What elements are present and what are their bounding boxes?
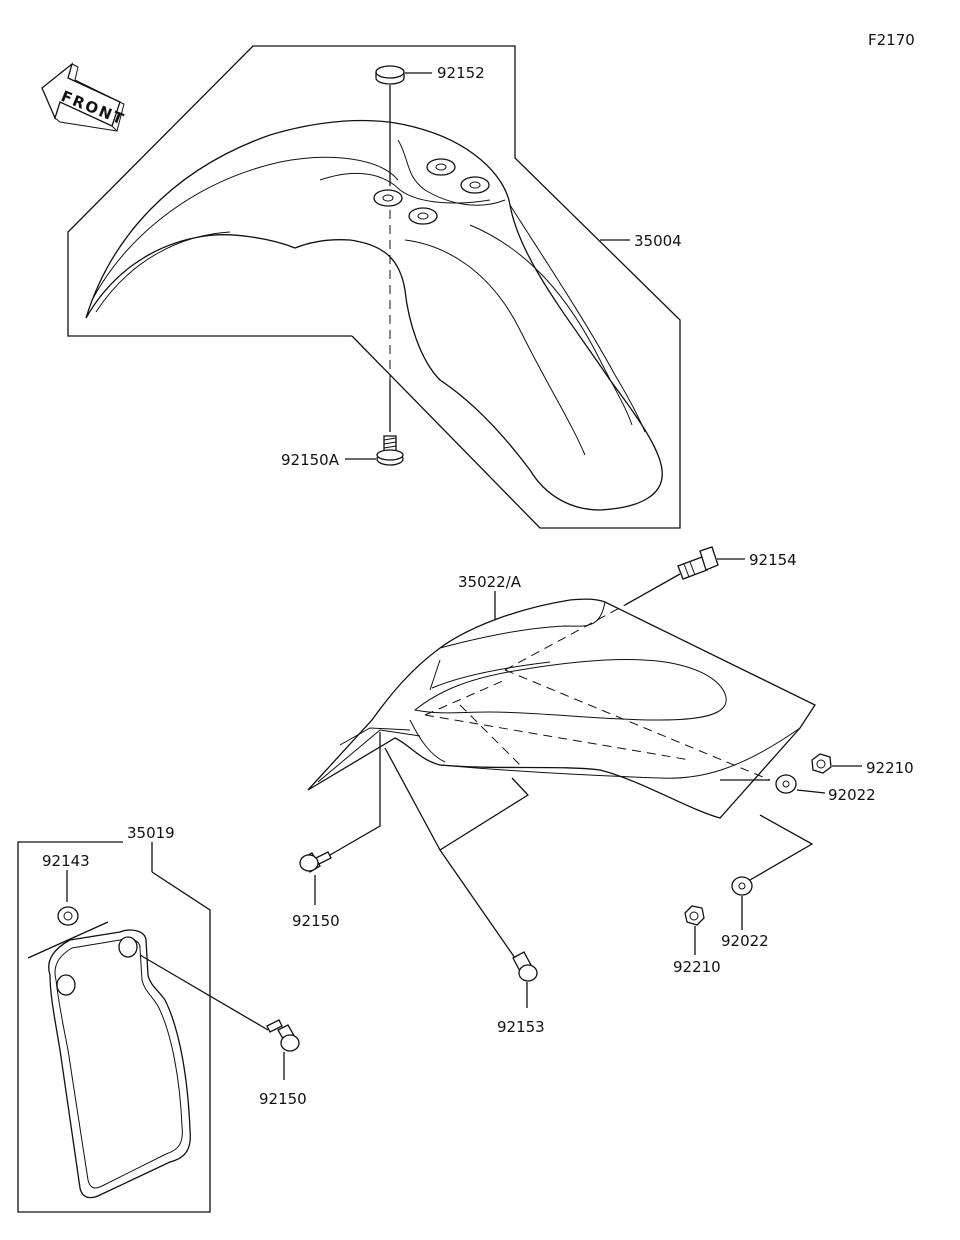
callout-92022-right: 92022 bbox=[828, 786, 876, 804]
callout-92210-right: 92210 bbox=[866, 759, 914, 777]
mud-flap bbox=[48, 929, 191, 1199]
screw-icon bbox=[376, 435, 404, 466]
mud-flap-frame bbox=[17, 841, 211, 1213]
callout-92154: 92154 bbox=[749, 551, 797, 569]
diagram-id: F2170 bbox=[868, 31, 915, 49]
rear-fender-group: 35022/A 92154 bbox=[292, 546, 914, 1036]
washer-icon bbox=[775, 774, 797, 794]
rear-fender bbox=[307, 598, 816, 819]
washer-icon bbox=[731, 876, 753, 896]
callout-35004: 35004 bbox=[634, 232, 682, 250]
callout-92152: 92152 bbox=[437, 64, 485, 82]
bolt-icon bbox=[677, 546, 719, 580]
front-fender-frame bbox=[67, 45, 681, 529]
washer-icon bbox=[375, 65, 405, 85]
bolt-icon bbox=[299, 851, 332, 873]
callout-92143: 92143 bbox=[42, 852, 90, 870]
callout-92210-lower: 92210 bbox=[673, 958, 721, 976]
nut-icon bbox=[684, 905, 705, 926]
bolt-icon bbox=[512, 951, 538, 982]
front-fender bbox=[85, 119, 663, 511]
mud-flap-group: 35019 92143 92150 bbox=[17, 824, 307, 1213]
callout-35019: 35019 bbox=[127, 824, 175, 842]
callout-92153: 92153 bbox=[497, 1018, 545, 1036]
callout-92150A: 92150A bbox=[281, 451, 340, 469]
callout-92150-flap: 92150 bbox=[259, 1090, 307, 1108]
callout-35022A: 35022/A bbox=[458, 573, 522, 591]
nut-icon bbox=[811, 753, 832, 774]
front-arrow-icon: FRONT bbox=[41, 62, 128, 132]
callout-92150-rear: 92150 bbox=[292, 912, 340, 930]
callout-92022-lower: 92022 bbox=[721, 932, 769, 950]
front-fender-group: 92152 92150A 35004 bbox=[67, 45, 682, 529]
bolt-icon bbox=[266, 1019, 300, 1052]
grommet-icon bbox=[57, 906, 79, 926]
